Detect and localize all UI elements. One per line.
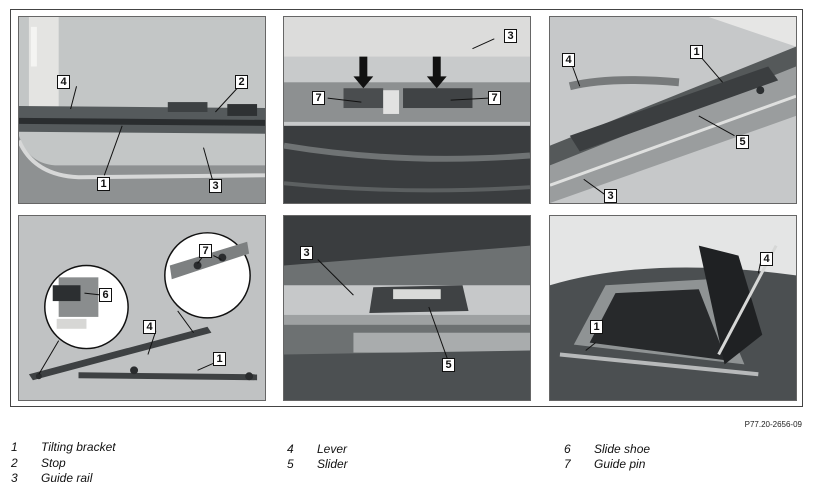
photo-roof-opening (19, 17, 265, 203)
panel-bottom-right: 4 1 (549, 215, 797, 401)
callout-label: 7 (199, 244, 212, 258)
callout-label: 2 (235, 75, 248, 89)
callout-label: 1 (97, 177, 110, 191)
figure-reference: P77.20-2656-09 (744, 420, 802, 429)
callout-label: 1 (690, 45, 703, 59)
panel-top-left: 4 2 1 3 (18, 16, 266, 204)
photo-guide-pins-closeup (284, 17, 530, 203)
panel-bottom-middle: 3 5 (283, 215, 531, 401)
photo-slider-on-rail (284, 216, 530, 400)
callout-label: 5 (442, 358, 455, 372)
legend-number: 7 (564, 457, 571, 471)
callout-label: 1 (590, 320, 603, 334)
legend-item: 7 Guide pin (564, 457, 645, 471)
callout-label: 3 (300, 246, 313, 260)
photo-removed-bracket (19, 216, 265, 400)
legend-number: 3 (11, 471, 18, 485)
photo-slider-mechanism (550, 17, 796, 203)
callout-label: 4 (143, 320, 156, 334)
panel-bottom-left: 6 7 4 1 (18, 215, 266, 401)
legend-text: Guide rail (41, 471, 93, 485)
legend-text: Slide shoe (594, 442, 651, 456)
legend-number: 4 (287, 442, 294, 456)
callout-label: 3 (504, 29, 517, 43)
callout-label: 3 (604, 189, 617, 203)
callout-label: 4 (760, 252, 773, 266)
legend-item: 6 Slide shoe (564, 442, 650, 456)
callout-label: 1 (213, 352, 226, 366)
legend-number: 1 (11, 440, 18, 454)
legend-item: 1 Tilting bracket (11, 440, 116, 454)
legend-number: 6 (564, 442, 571, 456)
legend-text: Slider (317, 457, 348, 471)
photo-open-roof-lever (550, 216, 796, 400)
legend-text: Lever (317, 442, 348, 456)
legend-text: Guide pin (594, 457, 646, 471)
callout-label: 4 (562, 53, 575, 67)
callout-label: 4 (57, 75, 70, 89)
legend-text: Tilting bracket (41, 440, 116, 454)
callout-label: 7 (312, 91, 325, 105)
callout-label: 3 (209, 179, 222, 193)
legend-item: 4 Lever (287, 442, 347, 456)
callout-label: 7 (488, 91, 501, 105)
panel-top-right: 4 1 5 3 (549, 16, 797, 204)
panel-top-middle: 3 7 7 (283, 16, 531, 204)
callout-label: 5 (736, 135, 749, 149)
legend-number: 5 (287, 457, 294, 471)
figure-frame: 4 2 1 3 3 7 7 (10, 9, 803, 407)
legend-text: Stop (41, 456, 66, 470)
legend-item: 5 Slider (287, 457, 348, 471)
legend-item: 3 Guide rail (11, 471, 92, 485)
callout-label: 6 (99, 288, 112, 302)
legend-number: 2 (11, 456, 18, 470)
legend-item: 2 Stop (11, 456, 66, 470)
